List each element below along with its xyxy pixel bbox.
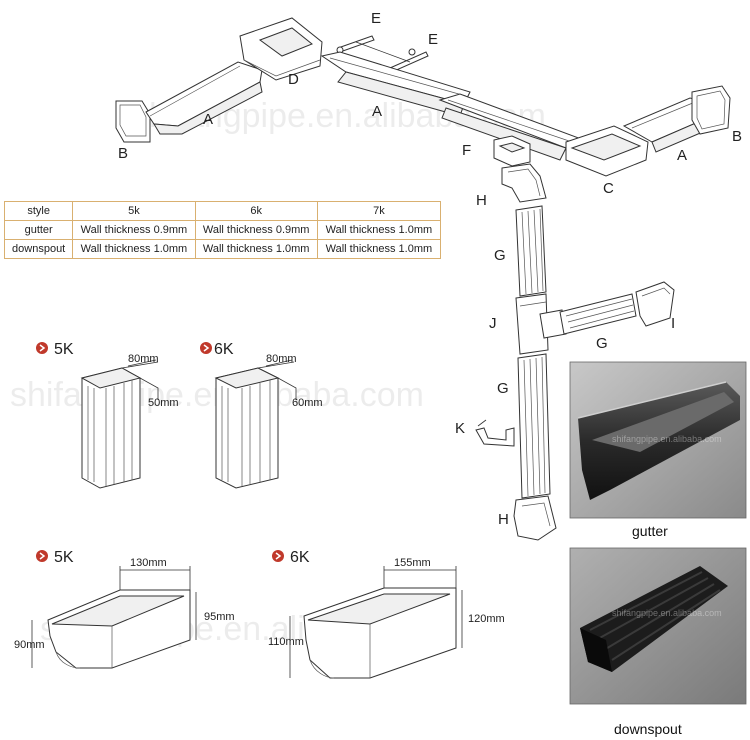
label-f: F: [462, 142, 471, 159]
downspout-5k-title: 5K: [54, 341, 74, 358]
label-a-right: A: [677, 147, 687, 164]
table-cell: gutter: [3, 220, 74, 240]
downspout-size-5k: 5K 80mm 50mm: [36, 341, 179, 489]
spec-table-header: style 5k 6k 7k: [3, 201, 442, 221]
table-cell: Wall thickness 0.9mm: [194, 220, 318, 240]
downspout-6k-title: 6K: [214, 341, 234, 358]
outlet: [493, 135, 531, 167]
outer-corner: [565, 125, 649, 177]
gutter-5k-title: 5K: [54, 549, 74, 566]
header-cell: 6k: [194, 201, 318, 221]
bullet-icon: [36, 342, 48, 354]
gutter-photo-caption: gutter: [632, 523, 668, 539]
elbow-bottom: [513, 495, 557, 541]
label-e-1: E: [371, 10, 381, 27]
gutter-section-left: [145, 61, 263, 135]
label-b-right: B: [732, 128, 742, 145]
label-g-upper: G: [494, 247, 506, 264]
gutter-5k-top: 130mm: [130, 557, 167, 569]
table-cell: Wall thickness 0.9mm: [72, 220, 196, 240]
downspout-photo-caption: downspout: [614, 721, 682, 737]
bullet-icon: [272, 550, 284, 562]
label-k: K: [455, 420, 465, 437]
end-cap-left: [115, 100, 151, 143]
label-g-branch: G: [596, 335, 608, 352]
label-c: C: [603, 180, 614, 197]
gutter-photo: shifangpipe.en.alibaba.com gutter: [569, 361, 747, 539]
bullet-icon: [36, 550, 48, 562]
table-cell: Wall thickness 1.0mm: [316, 220, 442, 240]
table-row: gutter Wall thickness 0.9mm Wall thickne…: [3, 220, 442, 240]
downspout-photo: shifangpipe.en.alibaba.com downspout: [569, 547, 747, 737]
gutter-photo-watermark: shifangpipe.en.alibaba.com: [612, 434, 722, 444]
downspout-6k-width: 80mm: [266, 353, 297, 365]
header-cell: 7k: [316, 201, 442, 221]
header-cell: style: [3, 201, 74, 221]
gutter-size-5k: 5K 130mm 95mm 90mm: [14, 549, 235, 669]
downspout-upper: [515, 205, 547, 297]
table-cell: Wall thickness 1.0mm: [316, 239, 442, 259]
gutter-6k-front-height: 110mm: [268, 636, 304, 648]
spec-table: style 5k 6k 7k gutter Wall thickness 0.9…: [3, 201, 442, 259]
label-d: D: [288, 71, 299, 88]
table-row: downspout Wall thickness 1.0mm Wall thic…: [3, 239, 442, 259]
label-i: I: [671, 315, 675, 332]
gutter-6k-back-height: 120mm: [468, 613, 505, 625]
end-cap-right: [691, 85, 731, 135]
label-a-middle: A: [372, 103, 382, 120]
gutter-5k-front-height: 90mm: [14, 639, 45, 651]
label-h-top: H: [476, 192, 487, 209]
label-g-lower: G: [497, 380, 509, 397]
label-h-bottom: H: [498, 511, 509, 528]
watermarks: shifangpipe.en.alibaba.com shifangpipe.e…: [10, 97, 546, 648]
table-cell: downspout: [3, 239, 74, 259]
tee-joint: [515, 293, 567, 355]
label-e-2: E: [428, 31, 438, 48]
pipe-clamp: [475, 419, 515, 447]
gutter-size-6k: 6K 155mm 120mm 110mm: [268, 549, 505, 679]
table-cell: Wall thickness 1.0mm: [72, 239, 196, 259]
table-cell: Wall thickness 1.0mm: [194, 239, 318, 259]
label-b-left: B: [118, 145, 128, 162]
downspout-5k-depth: 50mm: [148, 397, 179, 409]
gutter-5k-back-height: 95mm: [204, 611, 235, 623]
elbow-branch: [635, 281, 675, 327]
label-a-left: A: [203, 111, 213, 128]
downspout-size-6k: 6K 80mm 60mm: [200, 341, 323, 489]
hanger-brackets: [336, 35, 429, 73]
inner-corner: [239, 17, 323, 81]
downspout-branch: [559, 293, 637, 335]
downspout-6k-depth: 60mm: [292, 397, 323, 409]
header-cell: 5k: [72, 201, 196, 221]
gutter-system-diagram: [115, 17, 731, 541]
downspout-5k-width: 80mm: [128, 353, 159, 365]
downspout-photo-watermark: shifangpipe.en.alibaba.com: [612, 608, 722, 618]
label-j: J: [489, 315, 497, 332]
gutter-6k-top: 155mm: [394, 557, 431, 569]
bullet-icon: [200, 342, 212, 354]
downspout-lower: [517, 353, 551, 499]
gutter-6k-title: 6K: [290, 549, 310, 566]
elbow-top: [501, 163, 547, 203]
part-labels: A B D E E A F H C A B G J G I G K H: [118, 10, 742, 528]
